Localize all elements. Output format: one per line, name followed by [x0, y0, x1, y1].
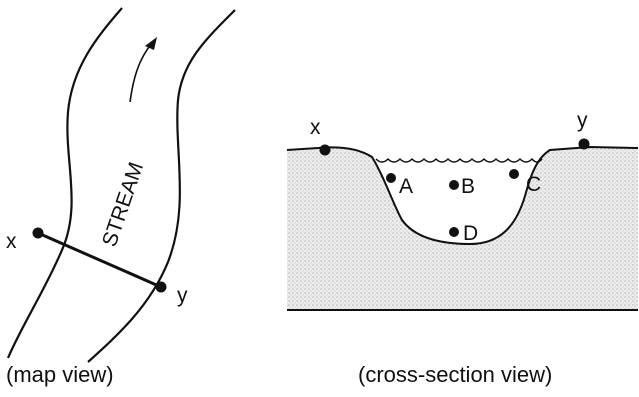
map-point-x: [33, 228, 44, 239]
flow-arrow-icon: [130, 43, 152, 102]
cross-point-x: [320, 145, 331, 156]
flow-arrowhead-icon: [145, 37, 157, 50]
map-label-y: y: [177, 284, 188, 307]
stream-label: STREAM: [98, 159, 148, 249]
cross-point-y: [579, 139, 590, 150]
label-d: D: [463, 222, 478, 245]
map-point-y: [156, 282, 167, 293]
stream-left-bank: [8, 8, 122, 358]
label-a: A: [399, 175, 413, 198]
map-view: STREAM x y: [6, 8, 235, 362]
cross-section-caption: (cross-section view): [358, 362, 552, 388]
point-d: [449, 227, 459, 237]
label-c: C: [526, 173, 541, 196]
map-label-x: x: [6, 230, 17, 253]
cross-label-y: y: [577, 109, 588, 132]
cross-label-x: x: [310, 116, 321, 139]
label-b: B: [461, 175, 475, 198]
cross-section-view: x y A B C D: [287, 109, 638, 310]
water-surface: [376, 159, 542, 162]
point-c: [509, 169, 519, 179]
stream-right-bank: [88, 10, 235, 362]
point-a: [386, 173, 396, 183]
map-view-caption: (map view): [6, 362, 114, 388]
point-b: [449, 180, 459, 190]
